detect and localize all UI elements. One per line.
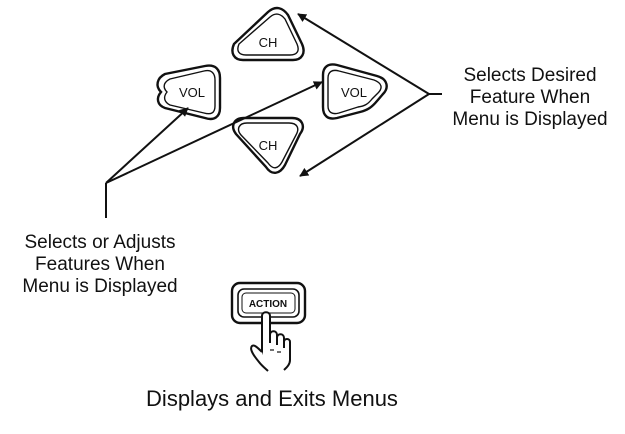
left-callout-arrows bbox=[105, 81, 323, 218]
action-button[interactable]: ACTION bbox=[230, 281, 307, 325]
vol-left-button[interactable]: VOL bbox=[156, 64, 222, 121]
action-label: ACTION bbox=[249, 299, 287, 310]
ch-down-button[interactable]: CH bbox=[232, 116, 304, 174]
right-callout-label: Selects Desired Feature When Menu is Dis… bbox=[440, 65, 620, 131]
right-callout-arrows bbox=[297, 13, 442, 177]
right-callout-line-3: Menu is Displayed bbox=[452, 109, 608, 130]
right-callout-line-1: Selects Desired bbox=[463, 65, 597, 86]
right-callout-line-2: Feature When bbox=[469, 87, 591, 108]
left-callout-line-2: Features When bbox=[35, 254, 165, 275]
vol-left-label: VOL bbox=[179, 85, 205, 100]
ch-up-button[interactable]: CH bbox=[231, 6, 305, 62]
bottom-caption: Displays and Exits Menus bbox=[146, 386, 398, 411]
vol-right-label: VOL bbox=[341, 85, 367, 100]
pressing-hand-icon bbox=[250, 311, 291, 372]
ch-up-label: CH bbox=[259, 35, 278, 50]
left-callout-line-1: Selects or Adjusts bbox=[24, 232, 176, 253]
left-callout-label: Selects or Adjusts Features When Menu is… bbox=[0, 232, 200, 298]
ch-down-label: CH bbox=[259, 138, 278, 153]
left-callout-line-3: Menu is Displayed bbox=[22, 276, 178, 297]
vol-right-button[interactable]: VOL bbox=[321, 63, 388, 120]
